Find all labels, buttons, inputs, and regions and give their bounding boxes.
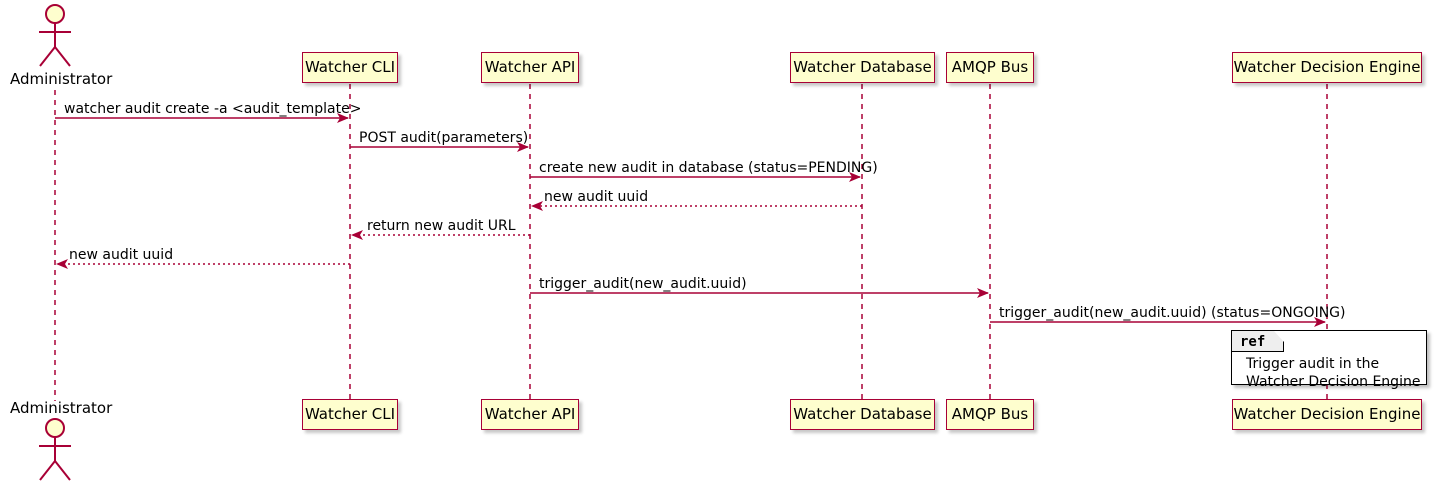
actor-figures-group	[39, 4, 71, 481]
participant-watcher-database-top[interactable]: Watcher Database	[790, 52, 935, 83]
message-label-2: POST audit(parameters)	[359, 130, 529, 146]
actor-head	[45, 4, 65, 24]
message-label-1: watcher audit create -a <audit_template>	[64, 101, 362, 117]
actor-head	[45, 418, 65, 438]
participant-label: Watcher API	[484, 405, 576, 423]
message-label-8: trigger_audit(new_audit.uuid) (status=ON…	[999, 305, 1346, 321]
participant-watcher-cli-top[interactable]: Watcher CLI	[302, 52, 398, 83]
lifelines-group	[54, 84, 1328, 401]
message-label-6: new audit uuid	[69, 247, 174, 263]
actor-leg-right	[54, 46, 71, 67]
participant-label: AMQP Bus	[951, 405, 1029, 423]
message-label-5: return new audit URL	[367, 218, 516, 234]
participant-watcher-decision-engine-bottom[interactable]: Watcher Decision Engine	[1232, 399, 1422, 430]
participant-label: Watcher Database	[793, 405, 932, 423]
fragment-body-text: Trigger audit in the Watcher Decision En…	[1246, 356, 1421, 390]
actor-label-administrator-top: Administrator	[10, 70, 113, 88]
actor-leg-left	[39, 460, 56, 481]
message-label-7: trigger_audit(new_audit.uuid)	[539, 276, 747, 292]
message-label-4: new audit uuid	[544, 189, 649, 205]
message-label-3: create new audit in database (status=PEN…	[539, 160, 878, 176]
actor-figure-administrator-top	[39, 4, 71, 67]
actor-leg-left	[39, 46, 56, 67]
participant-label: Watcher CLI	[304, 58, 396, 76]
participant-amqp-bus-top[interactable]: AMQP Bus	[946, 52, 1034, 83]
participant-watcher-cli-bottom[interactable]: Watcher CLI	[302, 399, 398, 430]
participant-label: Watcher API	[484, 58, 576, 76]
participant-watcher-database-bottom[interactable]: Watcher Database	[790, 399, 935, 430]
actor-label-administrator-bottom: Administrator	[10, 399, 113, 417]
participant-watcher-api-top[interactable]: Watcher API	[481, 52, 579, 83]
participant-label: Watcher CLI	[304, 405, 396, 423]
participant-label: Watcher Decision Engine	[1233, 58, 1421, 76]
participant-label: Watcher Database	[793, 58, 932, 76]
participant-label: Watcher Decision Engine	[1233, 405, 1421, 423]
actor-figure-administrator-bottom	[39, 418, 71, 481]
message-arrows-group	[55, 113, 1326, 327]
participant-label: AMQP Bus	[951, 58, 1029, 76]
participant-watcher-decision-engine-top[interactable]: Watcher Decision Engine	[1232, 52, 1422, 83]
fragment-tab-label: ref	[1240, 334, 1266, 350]
participant-watcher-api-bottom[interactable]: Watcher API	[481, 399, 579, 430]
participant-amqp-bus-bottom[interactable]: AMQP Bus	[946, 399, 1034, 430]
fragment-tab	[1232, 331, 1284, 352]
actor-leg-right	[54, 460, 71, 481]
